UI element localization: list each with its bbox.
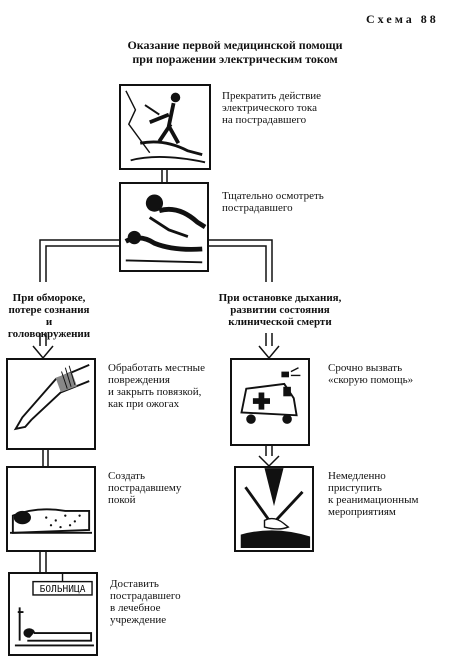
step-stop-current: Прекратить действие электрического тока … — [222, 90, 322, 126]
rescuer-pulling-victim-icon — [125, 90, 206, 164]
victim-resting-in-bed-icon — [9, 508, 92, 534]
bandaged-hand-icon — [13, 363, 90, 431]
condition-fainting: При обмороке, потере сознания и головокр… — [7, 292, 91, 340]
stop-current-picture — [119, 84, 211, 170]
resuscitate-picture — [234, 466, 314, 552]
treat-wounds-picture — [6, 358, 96, 450]
scheme-number: Схема 88 — [366, 12, 439, 26]
examining-victim-icon — [124, 194, 207, 264]
step-examine: Тщательно осмотреть пострадавшего — [222, 190, 324, 214]
hospital-sign-text: БОЛЬНИЦА — [40, 584, 86, 595]
hospital-stretcher-icon: БОЛЬНИЦА — [14, 574, 94, 647]
ambulance-icon — [240, 367, 301, 424]
call-ambulance-picture — [230, 358, 310, 446]
step-rest: Создать пострадавшему покой — [108, 470, 182, 506]
deliver-picture: БОЛЬНИЦА — [8, 572, 98, 656]
step-treat-wounds: Обработать местные повреждения и закрыть… — [108, 362, 205, 410]
step-call-ambulance: Срочно вызвать «скорую помощь» — [328, 362, 414, 386]
step-resuscitate: Немедленно приступить к реанимационным м… — [328, 470, 419, 518]
step-deliver: Доставить пострадавшего в лечебное учреж… — [110, 578, 181, 626]
diagram-title: Оказание первой медицинской помощи при п… — [127, 38, 343, 66]
cpr-hands-icon — [240, 468, 311, 548]
examine-picture — [119, 182, 209, 272]
rest-picture — [6, 466, 96, 552]
condition-no-breathing: При остановке дыхания, развитии состояни… — [218, 292, 342, 328]
